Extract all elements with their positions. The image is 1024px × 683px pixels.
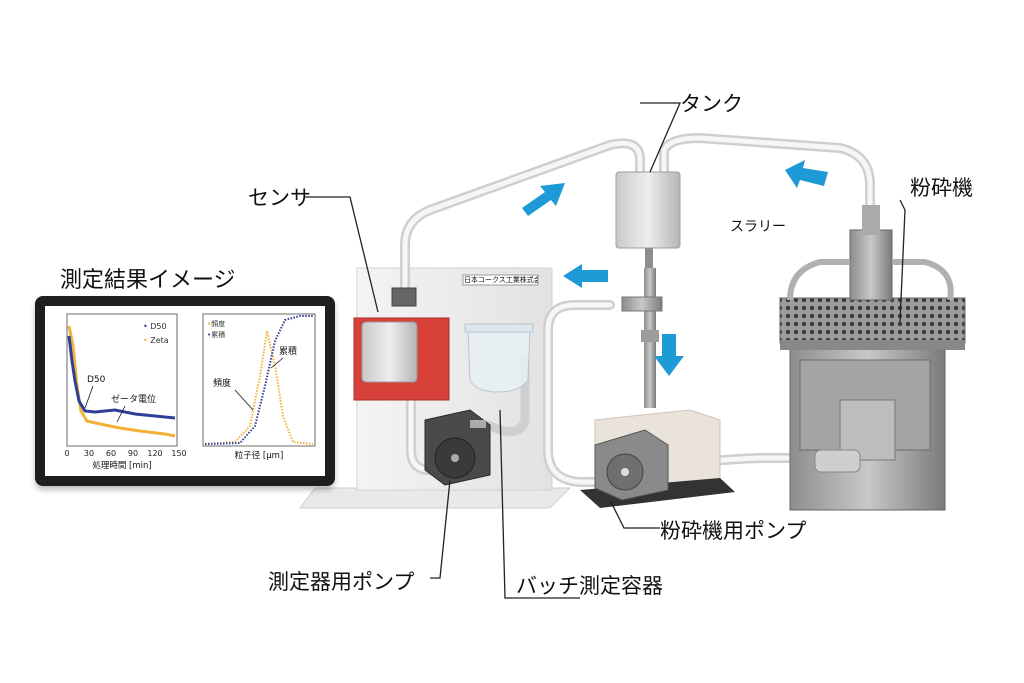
tank (615, 171, 681, 249)
label-measure-pump: 測定器用ポンプ (268, 570, 415, 594)
grinder-pump (594, 429, 669, 501)
label-sensor: センサ (248, 186, 311, 210)
legend-frequency: •頻度 (207, 319, 225, 328)
leader-lines (305, 102, 906, 599)
frequency-series-line (204, 330, 314, 445)
x-tick-labels: 0 30 60 90 120 150 (64, 449, 186, 458)
annotation-cumulative: 累積 (279, 345, 297, 357)
legend-cumulative: •累積 (207, 330, 225, 339)
grinder (779, 205, 966, 511)
panel-nameplate (462, 274, 539, 286)
x-tick: 120 (147, 449, 162, 458)
result-monitor: • D50 • Zeta D50 ゼータ電位 0 30 60 90 120 15… (35, 296, 335, 486)
base-platform (299, 487, 572, 509)
batch-container (467, 329, 531, 393)
label-batch-container: バッチ測定容器 (516, 574, 663, 598)
measure-pump (424, 409, 491, 486)
x-tick: 150 (171, 449, 186, 458)
label-slurry: スラリー (730, 219, 786, 235)
annotation-zeta: ゼータ電位 (111, 393, 156, 405)
x-tick: 0 (64, 449, 69, 458)
label-result-image: 測定結果イメージ (60, 268, 236, 293)
annotation-d50: D50 (87, 375, 106, 385)
legend-d50: • D50 (143, 322, 167, 331)
label-grinder-pump: 粉砕機用ポンプ (660, 519, 807, 543)
zeta-series-line (67, 325, 176, 438)
cumulative-series-line (204, 315, 313, 445)
result-charts: • D50 • Zeta D50 ゼータ電位 0 30 60 90 120 15… (64, 313, 316, 471)
annotation-frequency: 頻度 (213, 377, 231, 389)
panel-nameplate-text: 日本コークス工業株式会社 (464, 276, 538, 284)
x-axis-label-left: 処理時間 [min] (92, 460, 151, 471)
chart-right: •頻度 •累積 累積 頻度 粒子径 [μm] (202, 313, 316, 461)
legend-zeta: • Zeta (143, 336, 169, 345)
x-tick: 60 (106, 449, 116, 458)
flow-arrows (522, 160, 828, 376)
x-axis-label-right: 粒子径 [μm] (235, 450, 284, 461)
label-grinder: 粉砕機 (910, 176, 973, 200)
chart-left: • D50 • Zeta D50 ゼータ電位 0 30 60 90 120 15… (64, 313, 187, 471)
arrow-up-right-icon (522, 183, 565, 216)
arrow-down-icon (654, 334, 684, 376)
label-tank: タンク (680, 92, 743, 116)
arrow-up-left-icon (785, 160, 828, 188)
sensor-mount (391, 287, 417, 307)
result-screen: • D50 • Zeta D50 ゼータ電位 0 30 60 90 120 15… (45, 306, 325, 476)
d50-series-line (67, 335, 176, 420)
arrow-left-icon (563, 264, 608, 288)
sensor-cover (361, 321, 418, 383)
x-tick: 30 (84, 449, 94, 458)
x-tick: 90 (128, 449, 138, 458)
